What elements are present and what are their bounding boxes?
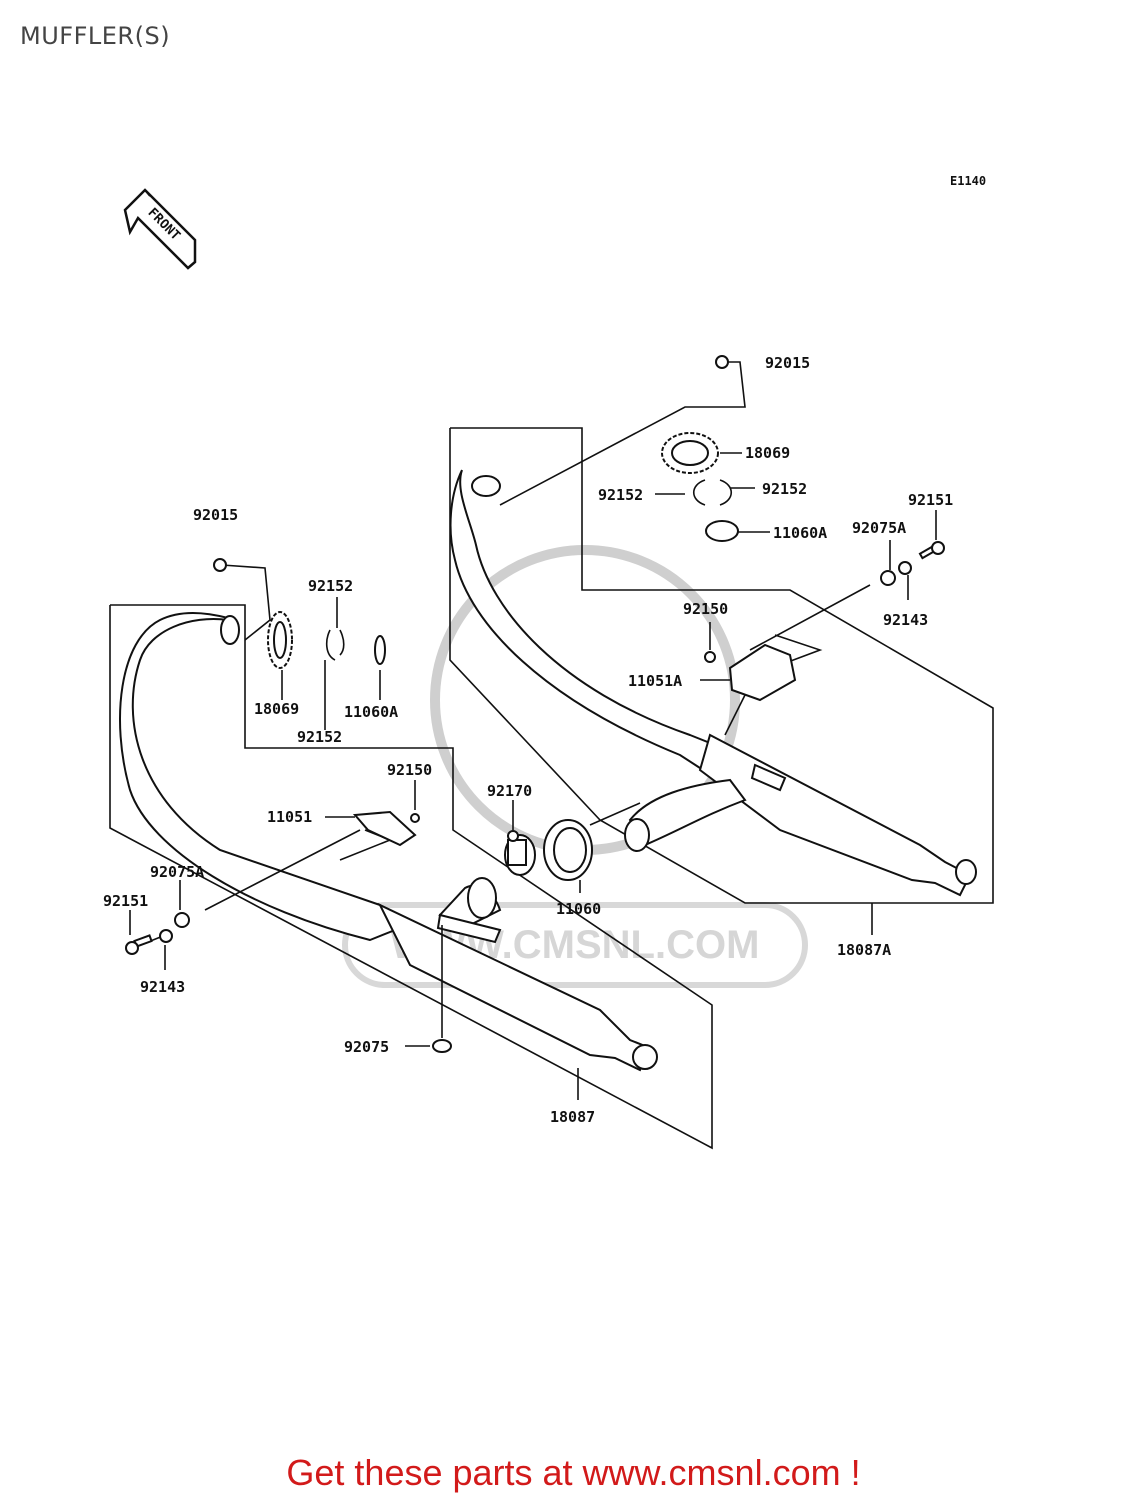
callout-18087-lower: 18087 xyxy=(550,1108,595,1126)
callout-11051-lower: 11051 xyxy=(267,808,312,826)
bolt-icon xyxy=(918,541,945,560)
callout-92150-upper: 92150 xyxy=(683,600,728,618)
callout-92152-upper-left: 92152 xyxy=(598,486,643,504)
callout-18069-upper: 18069 xyxy=(745,444,790,462)
callout-11060A-lower: 11060A xyxy=(344,703,398,721)
upper-exhaust-assembly xyxy=(449,355,994,935)
callout-92150-lower: 92150 xyxy=(387,761,432,779)
page-title: MUFFLER(S) xyxy=(20,22,171,50)
callout-92075-lower: 92075 xyxy=(344,1038,389,1056)
footer-promo-link[interactable]: Get these parts at www.cmsnl.com ! xyxy=(286,1452,861,1493)
callout-18069-lower: 18069 xyxy=(254,700,299,718)
callout-92075A-lower: 92075A xyxy=(150,863,204,881)
callout-92151-upper: 92151 xyxy=(908,491,953,509)
gasket-icon xyxy=(267,611,293,669)
diagram-code: E1140 xyxy=(950,174,986,188)
callout-92152-lower-top: 92152 xyxy=(308,577,353,595)
callout-92015-upper: 92015 xyxy=(765,354,810,372)
callout-92143-upper: 92143 xyxy=(883,611,928,629)
callout-11060-lower: 11060 xyxy=(556,900,601,918)
callout-18087A-upper: 18087A xyxy=(837,941,891,959)
callout-11051A-upper: 11051A xyxy=(628,672,682,690)
callout-11060A-upper: 11060A xyxy=(773,524,827,542)
callout-92152-lower-bottom: 92152 xyxy=(297,728,342,746)
gasket-icon xyxy=(661,432,719,474)
part-callouts: 92015 18069 92152 92152 92151 11060A 920… xyxy=(103,354,953,1126)
callout-92151-lower: 92151 xyxy=(103,892,148,910)
front-arrow-icon: FRONT xyxy=(123,188,197,270)
callout-92152-upper-right: 92152 xyxy=(762,480,807,498)
bolt-icon xyxy=(125,934,153,955)
callout-92143-lower: 92143 xyxy=(140,978,185,996)
callout-92075A-upper: 92075A xyxy=(852,519,906,537)
callout-92015-lower: 92015 xyxy=(193,506,238,524)
lower-exhaust-assembly xyxy=(109,558,713,1150)
callout-92170-lower: 92170 xyxy=(487,782,532,800)
